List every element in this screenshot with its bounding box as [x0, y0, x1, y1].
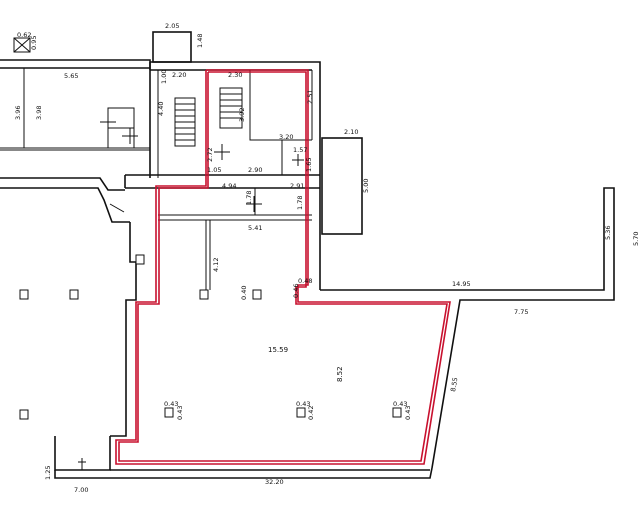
dim-label: 3.98: [35, 106, 43, 120]
dim-label: 0.43: [296, 400, 310, 408]
dim-label: 5.00: [362, 179, 370, 193]
dim-label: 1.05: [207, 166, 221, 174]
column: [252, 289, 262, 300]
highlighted-area: [115, 69, 451, 465]
dim-label: 4.40: [157, 102, 165, 116]
dim-label: 15.59: [268, 346, 288, 354]
column: [69, 289, 79, 300]
shaft-box: [152, 31, 192, 63]
dim-label: 5.65: [64, 72, 78, 80]
dim-label: 3.20: [279, 133, 293, 141]
dim-label: 1.00: [160, 70, 168, 84]
dim-label: 8.55: [449, 377, 459, 393]
dimension-labels: 0.62 0.95 5.65 2.05 1.48 2.20 1.00 2.30 …: [14, 22, 640, 494]
projection-right: [321, 137, 363, 235]
column: [135, 254, 145, 265]
dim-label: 1.65: [305, 158, 313, 172]
dim-label: 14.95: [452, 280, 471, 288]
dim-label: 4.12: [212, 258, 220, 272]
dim-label: 0.43: [176, 406, 184, 420]
walls: [0, 31, 615, 479]
highlight-outline-upper: [115, 69, 451, 465]
dim-label: 2.51: [306, 90, 314, 104]
vent-box: [13, 37, 31, 53]
dim-label: 7.00: [74, 486, 88, 494]
dim-label: 1.25: [44, 466, 52, 480]
dim-label: 3.92: [238, 108, 246, 122]
dim-label: 0.40: [240, 286, 248, 300]
dim-label: 8.52: [336, 366, 344, 382]
dim-label: 0.43: [393, 400, 407, 408]
dim-label: 2.20: [172, 71, 186, 79]
column: [199, 289, 209, 300]
dim-label: 3.96: [14, 106, 22, 120]
dim-label: 0.62: [17, 31, 31, 39]
highlight-outline-inner: [118, 71, 448, 462]
dim-label: 0.43: [404, 406, 412, 420]
staircase: [174, 87, 243, 147]
dim-label: 5.70: [632, 232, 640, 246]
column: [392, 407, 402, 418]
dim-label: 4.94: [222, 182, 236, 190]
dim-label: 5.36: [604, 226, 612, 240]
dim-label: 0.46: [292, 284, 300, 298]
dim-label: 0.43: [164, 400, 178, 408]
dim-label: 1.57: [293, 146, 307, 154]
column: [164, 407, 174, 418]
dim-label: 2.30: [228, 71, 242, 79]
wall-top: [150, 61, 321, 290]
column: [19, 289, 29, 300]
column: [19, 409, 29, 420]
fixtures: [78, 114, 304, 470]
column: [296, 407, 306, 418]
dim-label: 1.78: [245, 191, 253, 205]
dim-label: 1.78: [296, 196, 304, 210]
corridor-band: [0, 177, 125, 191]
dim-label: 32.20: [265, 478, 284, 486]
dim-label: 5.41: [248, 224, 262, 232]
dim-label: 7.75: [514, 308, 528, 316]
columns: [19, 254, 402, 420]
dim-label: 0.95: [30, 36, 38, 50]
dim-label: 2.72: [206, 148, 214, 162]
dim-label: 1.48: [196, 34, 204, 48]
dim-label: 2.91: [290, 182, 304, 190]
dim-label: 2.10: [344, 128, 358, 136]
dim-label: 0.42: [307, 406, 315, 420]
annex-outline: [320, 187, 615, 469]
dim-label: 2.05: [165, 22, 179, 30]
dim-label: 2.90: [248, 166, 262, 174]
dim-label: 0.48: [298, 277, 312, 285]
